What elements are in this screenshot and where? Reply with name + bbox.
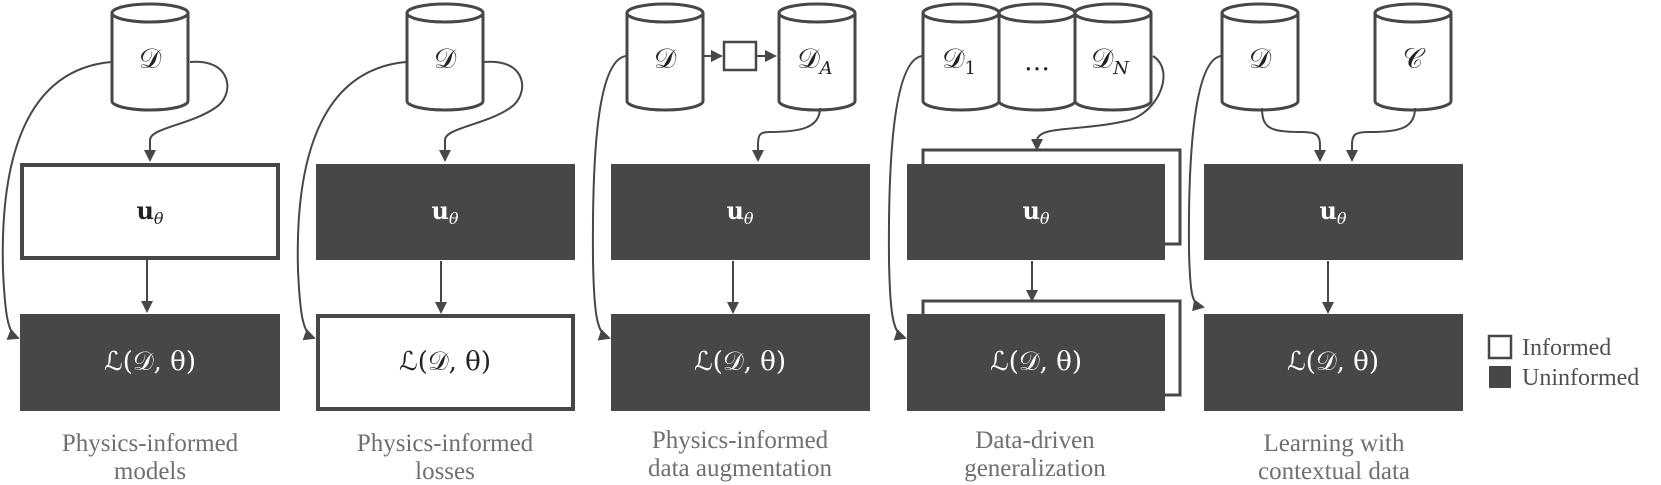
legend: Informed Uninformed <box>1487 334 1639 391</box>
legend-informed-label: Informed <box>1522 335 1611 361</box>
arrow-data-to-loss <box>296 61 407 341</box>
loss-box <box>20 314 280 411</box>
arrow-data-to-model <box>439 60 524 162</box>
augmented-dataset-symbol: 𝒟A <box>797 42 832 79</box>
model-box <box>20 163 280 260</box>
model-box <box>316 164 575 260</box>
arrow-data-to-model <box>144 60 229 162</box>
caption-line1: Data-driven <box>975 427 1095 454</box>
arrow-data-to-loss <box>1187 55 1222 312</box>
panel-physics-informed-losses: 𝒟 uθ ℒ(𝒟, θ) Physics-informed losses <box>296 2 575 485</box>
model-box <box>1204 164 1463 260</box>
panel-learning-with-contextual-data: 𝒟 𝒞 uθ ℒ(𝒟, θ) Learning with contextual … <box>1187 2 1463 485</box>
arrow-context-to-model <box>1346 107 1416 162</box>
loss-box <box>1204 314 1463 411</box>
panel-physics-informed-data-augmentation: 𝒟 𝒟A uθ ℒ(𝒟, θ) Physics-informed data au… <box>591 2 870 482</box>
dataset-1-symbol: 𝒟1 <box>942 42 976 79</box>
dataset-symbol: 𝒟 <box>434 42 457 75</box>
model-label: uθ <box>726 196 753 228</box>
model-label: uθ <box>1022 196 1049 228</box>
model-label: uθ <box>1319 196 1346 228</box>
caption-line2: models <box>114 458 186 485</box>
dataset-symbol: 𝒟 <box>1249 42 1272 75</box>
loss-label: ℒ(𝒟, θ) <box>104 347 196 377</box>
panel-data-driven-generalization: 𝒟1 … 𝒟N uθ ℒ(𝒟, θ) Data-driven generaliz… <box>887 2 1182 482</box>
arrow-augmented-data-to-model <box>752 107 821 162</box>
model-label: uθ <box>431 196 458 228</box>
model-stack-frame <box>921 148 1182 246</box>
arrow-datasets-to-model <box>1031 55 1165 151</box>
loss-label: ℒ(𝒟, θ) <box>399 347 491 377</box>
loss-box <box>611 314 870 411</box>
legend-uninformed-label: Uninformed <box>1522 365 1639 391</box>
caption-line2: losses <box>415 458 475 485</box>
dataset-symbol: 𝒟 <box>139 42 162 75</box>
legend-informed-swatch <box>1487 334 1513 360</box>
caption-line2: generalization <box>964 455 1106 482</box>
loss-stack-frame <box>921 299 1182 397</box>
caption-line1: Learning with <box>1264 430 1405 457</box>
arrow-data-to-loss <box>887 55 923 341</box>
ellipsis-symbol: … <box>1024 47 1050 77</box>
model-box <box>907 164 1165 260</box>
model-box <box>611 164 870 260</box>
loss-box <box>907 314 1165 411</box>
caption-line1: Physics-informed <box>652 427 829 454</box>
caption-line1: Physics-informed <box>357 430 534 457</box>
panel-physics-informed-models: 𝒟 uθ ℒ(𝒟, θ) Physics-informed models <box>1 2 280 485</box>
loss-label: ℒ(𝒟, θ) <box>1287 347 1379 377</box>
loss-box <box>316 314 575 411</box>
caption-line2: data augmentation <box>648 455 832 482</box>
loss-label: ℒ(𝒟, θ) <box>990 347 1082 377</box>
loss-label: ℒ(𝒟, θ) <box>694 347 786 377</box>
caption-line1: Physics-informed <box>62 430 239 457</box>
model-label: uθ <box>136 196 163 228</box>
arrow-data-to-model <box>1261 107 1326 162</box>
augmentation-box <box>722 40 758 72</box>
dataset-n-symbol: 𝒟N <box>1091 42 1130 79</box>
context-symbol: 𝒞 <box>1403 42 1426 75</box>
arrow-data-to-loss <box>1 61 112 340</box>
legend-uninformed-swatch <box>1489 366 1511 388</box>
arrow-data-to-loss <box>591 55 627 341</box>
caption-line2: contextual data <box>1258 458 1410 485</box>
dataset-symbol: 𝒟 <box>654 42 677 75</box>
